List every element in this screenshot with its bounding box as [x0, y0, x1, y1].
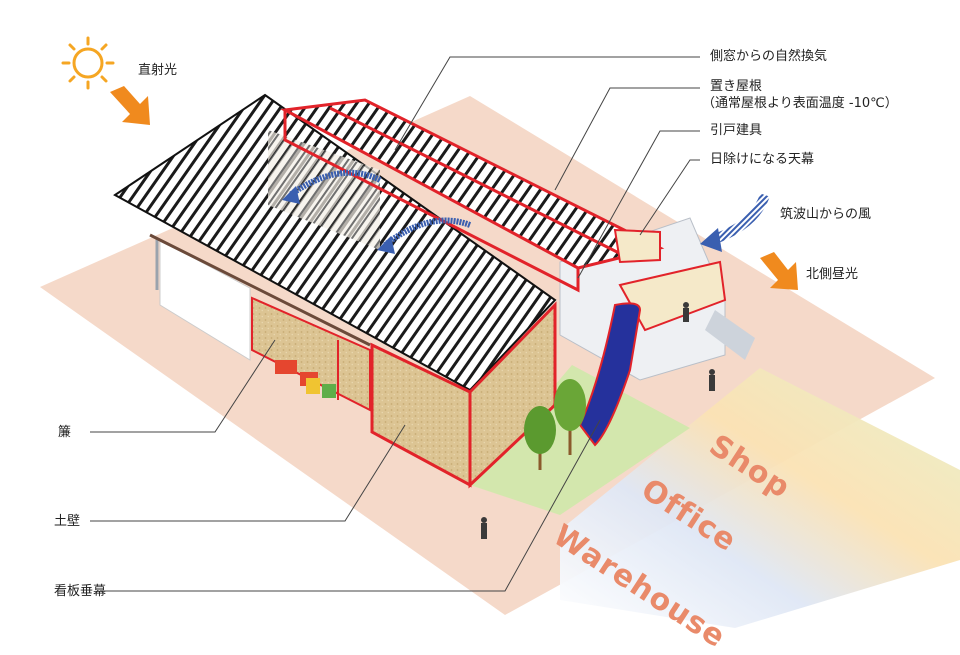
tsukuba-wind-arrow [710, 193, 770, 245]
awning [613, 228, 661, 264]
label-roof-note: （通常屋根より表面温度 -10℃） [702, 96, 898, 111]
label-sliding-door: 引戸建具 [710, 123, 763, 138]
crate-red [275, 360, 297, 374]
leader-lines [90, 56, 700, 592]
zone-strip [560, 368, 960, 628]
label-direct-sun: 直射光 [138, 63, 178, 78]
label-roof: 置き屋根 [710, 79, 763, 94]
label-side-window: 側窓からの自然換気 [710, 49, 828, 64]
crate-yellow [306, 378, 320, 394]
architecture-diagram [40, 36, 960, 628]
signboard-banner [578, 302, 642, 447]
sun-icon [61, 36, 115, 90]
label-earth-wall: 土壁 [54, 514, 81, 529]
label-north-light: 北側昼光 [806, 267, 859, 282]
sudare-panel [251, 296, 371, 412]
main-roof [113, 93, 557, 392]
raised-roof-frame [283, 110, 580, 293]
people [481, 302, 715, 539]
north-light-arrow [760, 252, 798, 290]
ventilation-arrow-1 [288, 169, 382, 198]
white-wall-left [159, 239, 251, 361]
label-sudare: 簾 [58, 425, 72, 440]
label-awning: 日除けになる天幕 [710, 152, 815, 167]
stairs [705, 310, 755, 360]
inner-wall [268, 130, 380, 250]
trees [524, 379, 586, 470]
label-tsukuba-wind: 筑波山からの風 [780, 207, 872, 222]
label-signboard: 看板垂幕 [54, 584, 107, 599]
crate-green [322, 384, 336, 398]
sunlight-arrow [110, 86, 150, 125]
lawn [470, 365, 690, 515]
